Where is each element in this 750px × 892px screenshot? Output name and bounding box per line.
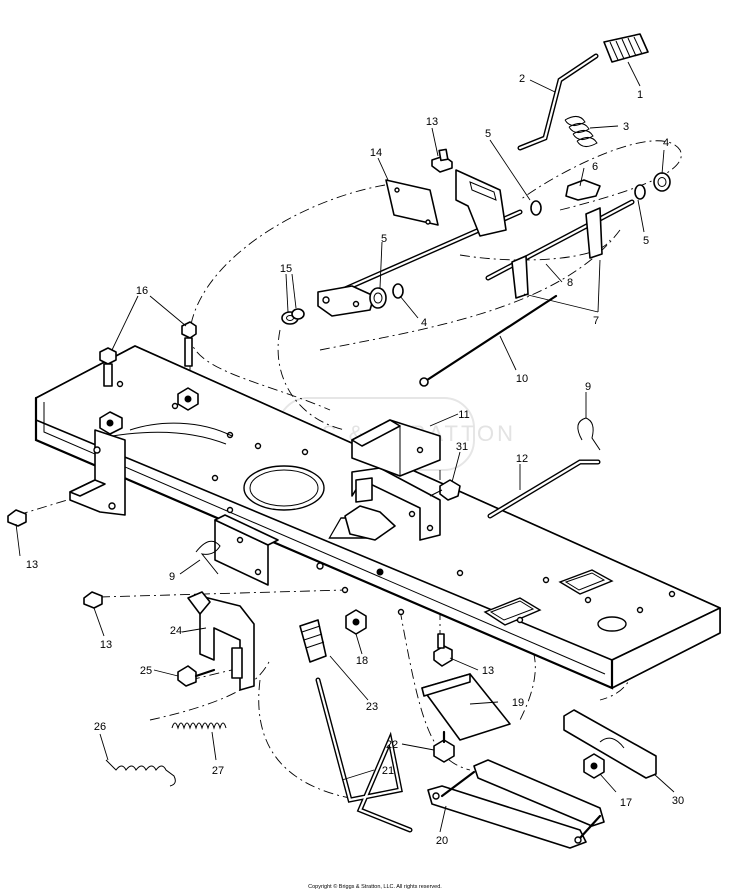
callout-10: 10 (516, 373, 528, 385)
plate-19 (421, 673, 511, 741)
nut-18 (345, 609, 367, 635)
callout-17: 17 (620, 797, 632, 809)
bracket-mount-plate (214, 514, 279, 586)
spring-27 (171, 722, 227, 730)
part-11-bracket (351, 419, 441, 477)
clip-9-upper (577, 417, 601, 451)
callout-21: 21 (382, 765, 394, 777)
callout-27: 27 (212, 765, 224, 777)
clip-9-lower (195, 540, 221, 575)
rod-21 (315, 677, 413, 833)
front-bracket (69, 429, 126, 516)
rod-8 (485, 199, 635, 299)
callout-13-mid: 13 (100, 639, 112, 651)
callout-13-lower: 13 (482, 665, 494, 677)
bolt-13-mid (83, 591, 103, 609)
callout-11: 11 (458, 409, 469, 421)
callout-16: 16 (136, 285, 148, 297)
callout-7: 7 (593, 315, 599, 327)
callout-12: 12 (516, 453, 528, 465)
callout-23: 23 (366, 701, 378, 713)
center-brackets (351, 467, 441, 541)
callout-22: 22 (386, 739, 398, 751)
callout-25: 25 (140, 665, 152, 677)
callout-19: 19 (512, 697, 524, 709)
callout-9-upper: 9 (585, 381, 591, 393)
callout-20: 20 (436, 835, 448, 847)
callout-labels: 1 2 3 4 5 6 5 5 4 15 14 13 8 7 10 9 11 1… (26, 73, 684, 847)
nuts-on-frame (99, 387, 199, 435)
bracket-24 (187, 591, 255, 691)
callout-24: 24 (170, 625, 182, 637)
callout-26: 26 (94, 721, 106, 733)
bolt-13-top (431, 148, 453, 173)
lever-2 (517, 53, 599, 151)
callout-4-right: 4 (663, 137, 669, 149)
bolt-22 (433, 730, 455, 763)
bolts-16 (99, 321, 197, 387)
plate-30 (563, 709, 657, 779)
callout-15: 15 (280, 263, 292, 275)
grip-23 (299, 619, 327, 663)
callout-2: 2 (519, 73, 525, 85)
callout-9-lower: 9 (169, 571, 175, 583)
callout-5-left: 5 (381, 233, 387, 245)
callout-5-right: 5 (643, 235, 649, 247)
callout-30: 30 (672, 795, 684, 807)
bolt-13-left (7, 509, 27, 527)
copyright-footer: Copyright © Briggs & Stratton, LLC. All … (308, 883, 442, 890)
callout-3: 3 (623, 121, 629, 133)
spring-26 (105, 759, 176, 787)
bolt-31 (429, 479, 461, 501)
callout-5-top: 5 (485, 128, 491, 140)
grip-1 (603, 33, 649, 63)
rod-10 (419, 294, 558, 387)
callout-1: 1 (637, 89, 643, 101)
bolt-25 (177, 665, 216, 687)
nut-17 (583, 753, 605, 779)
bolt-13-lower (433, 633, 453, 667)
callout-18: 18 (356, 655, 368, 667)
washers-right (634, 172, 671, 200)
part-6 (565, 179, 601, 201)
main-frame (34, 345, 721, 690)
spring-3 (564, 116, 598, 147)
callout-4-left: 4 (421, 317, 427, 329)
bracket-20 (427, 759, 605, 849)
callout-31: 31 (456, 441, 468, 453)
rod-12 (487, 459, 601, 519)
callout-13-left: 13 (26, 559, 38, 571)
callout-leaders (15, 61, 675, 833)
callout-6: 6 (592, 161, 598, 173)
callout-14: 14 (370, 147, 382, 159)
pedal-shaft-assembly (281, 169, 542, 325)
callout-8: 8 (567, 277, 573, 289)
callout-13-top: 13 (426, 116, 438, 128)
